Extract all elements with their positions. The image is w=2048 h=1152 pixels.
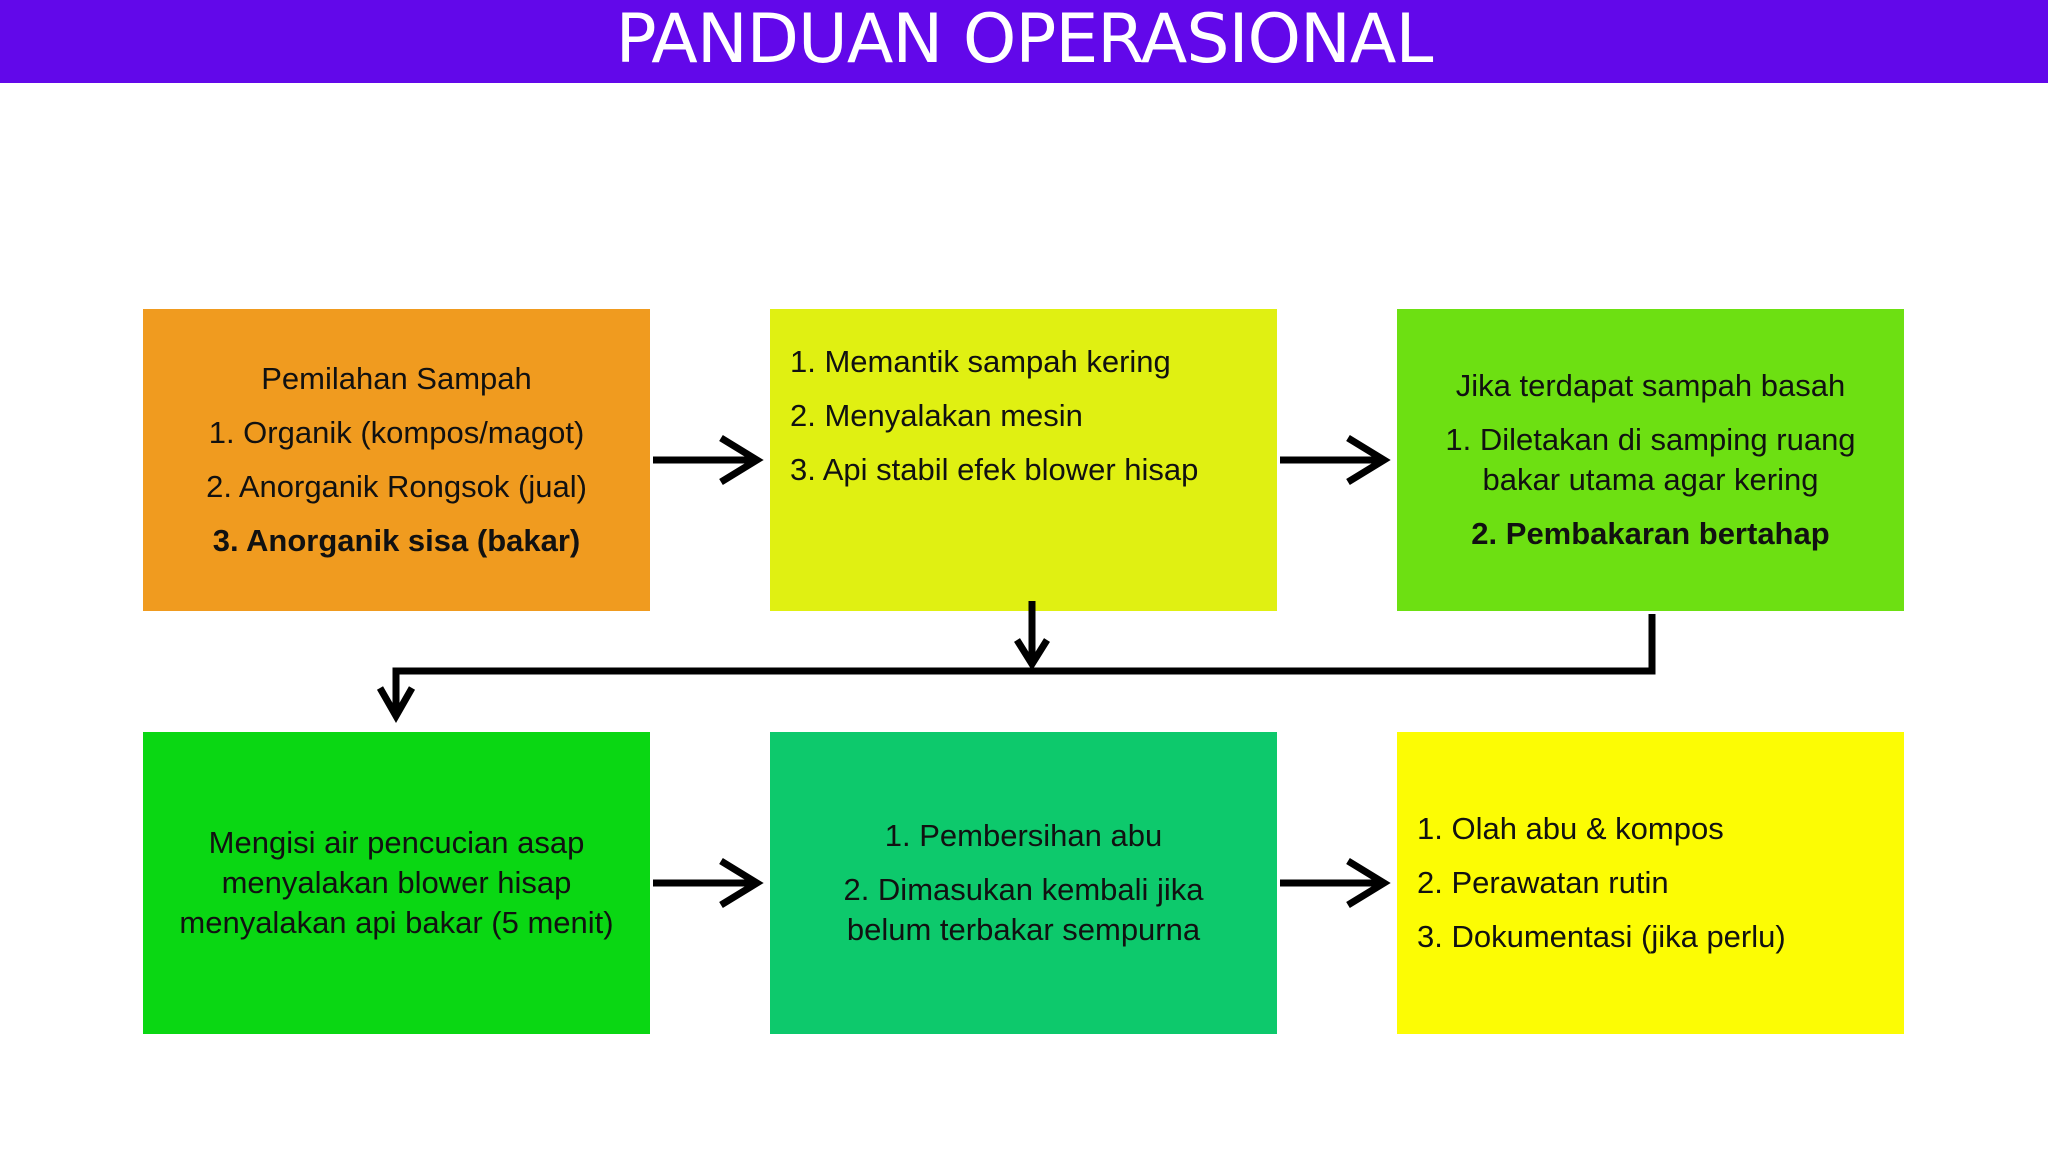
elbow-connector-icon (376, 614, 1656, 724)
step-heading: Jika terdapat sampah basah (1455, 368, 1846, 403)
step-item: 2. Perawatan rutin (1417, 865, 1669, 900)
step-box-aftercare: 1. Olah abu & kompos 2. Perawatan rutin … (1397, 732, 1904, 1034)
arrow-right-icon (653, 858, 764, 908)
step-box-wet-waste: Jika terdapat sampah basah 1. Diletakan … (1397, 309, 1904, 611)
step-item-line: 1. Diletakan di samping ruang (1445, 422, 1856, 457)
step-box-water-blower: Mengisi air pencucian asap menyalakan bl… (143, 732, 650, 1034)
arrow-right-icon (653, 435, 764, 485)
step-item-line: bakar utama agar kering (1482, 462, 1819, 497)
step-item: 2. Dimasukan kembali jika belum terbakar… (843, 870, 1203, 950)
step-heading: Pemilahan Sampah (261, 361, 532, 396)
step-text-line: Mengisi air pencucian asap (208, 825, 585, 860)
step-item: 2. Menyalakan mesin (790, 398, 1083, 433)
step-box-start: 1. Memantik sampah kering 2. Menyalakan … (770, 309, 1277, 611)
step-item: 3. Dokumentasi (jika perlu) (1417, 919, 1786, 954)
step-item: 2. Anorganik Rongsok (jual) (206, 469, 587, 504)
step-item: 1. Pembersihan abu (884, 818, 1163, 853)
step-item: 1. Organik (kompos/magot) (208, 415, 585, 450)
step-item: 2. Pembakaran bertahap (1471, 516, 1830, 551)
step-item-line: belum terbakar sempurna (846, 912, 1201, 947)
step-item-line: 2. Dimasukan kembali jika (843, 872, 1204, 907)
step-box-cleaning: 1. Pembersihan abu 2. Dimasukan kembali … (770, 732, 1277, 1034)
step-item: 3. Api stabil efek blower hisap (790, 452, 1199, 487)
title-bar: PANDUAN OPERASIONAL (0, 0, 2048, 83)
arrow-right-icon (1280, 435, 1391, 485)
step-text: Mengisi air pencucian asap menyalakan bl… (179, 823, 613, 943)
step-item: 1. Olah abu & kompos (1417, 811, 1724, 846)
page-title: PANDUAN OPERASIONAL (615, 0, 1434, 79)
arrow-right-icon (1280, 858, 1391, 908)
step-item: 1. Diletakan di samping ruang bakar utam… (1445, 420, 1855, 500)
step-box-sorting: Pemilahan Sampah 1. Organik (kompos/mago… (143, 309, 650, 611)
step-text-line: menyalakan blower hisap (221, 865, 572, 900)
step-text-line: menyalakan api bakar (5 menit) (179, 905, 614, 940)
step-item: 3. Anorganik sisa (bakar) (212, 523, 581, 558)
step-item: 1. Memantik sampah kering (790, 344, 1171, 379)
